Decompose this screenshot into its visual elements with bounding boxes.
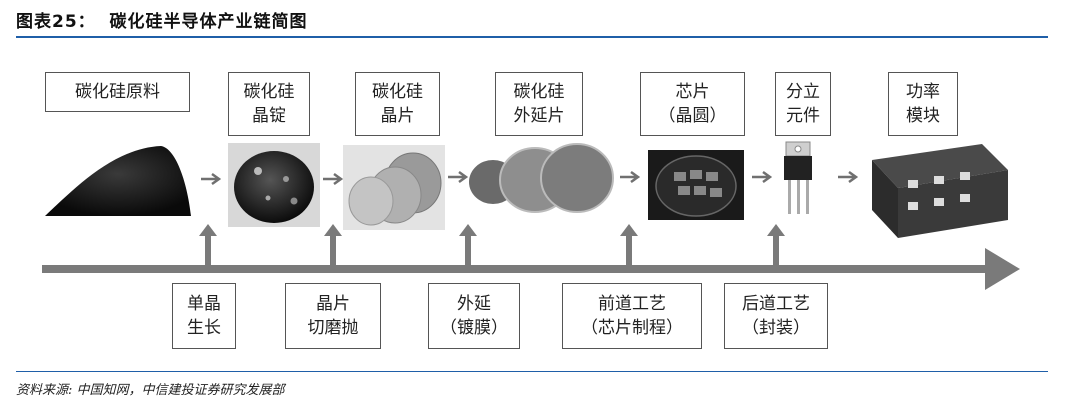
up-arrow-head-3 [459,224,477,236]
timeline-shaft [42,265,992,273]
page-title: 图表25： 碳化硅半导体产业链简图 [16,12,308,32]
sic-ingot-image [228,143,320,227]
up-arrow-head-2 [324,224,342,236]
product-label-sic-powder: 碳化硅原料 [45,72,190,112]
flow-arrow-2 [323,172,344,186]
source-note: 资料来源: 中国知网，中信建投证券研究发展部 [16,383,285,398]
process-label-epitaxy: 外延 （镀膜） [428,283,520,349]
footer-divider [16,371,1048,372]
product-label-sic-wafer: 碳化硅 晶片 [355,72,440,136]
up-arrow-head-1 [199,224,217,236]
process-timeline [42,224,1020,290]
title-divider [16,36,1048,38]
up-arrow-shaft-5 [773,234,779,267]
power-module-image [872,144,1008,238]
flow-arrow-4 [620,170,641,184]
process-label-front-end: 前道工艺 （芯片制程） [562,283,702,349]
sic-epi-wafer-image [469,143,614,213]
product-label-power-module: 功率 模块 [888,72,958,136]
product-label-chip: 芯片 （晶圆） [640,72,745,136]
up-arrow-shaft-2 [330,234,336,267]
up-arrow-shaft-1 [205,234,211,267]
process-label-crystal-growth: 单晶 生长 [172,283,236,349]
up-arrow-head-5 [767,224,785,236]
flow-arrow-3 [448,170,469,184]
discrete-device-image [784,141,812,214]
product-label-discrete-device: 分立 元件 [775,72,831,136]
flow-arrow-1 [201,172,222,186]
process-label-wafer-cutting: 晶片 切磨抛 [285,283,381,349]
product-label-sic-ingot: 碳化硅 晶锭 [228,72,310,136]
process-label-back-end: 后道工艺 （封装） [724,283,828,349]
up-arrow-head-4 [620,224,638,236]
sic-wafer-image [343,145,445,230]
timeline-arrowhead [985,248,1020,290]
chip-wafer-image [648,150,744,220]
up-arrow-shaft-4 [626,234,632,267]
up-arrow-shaft-3 [465,234,471,267]
flow-arrow-5 [752,170,773,184]
product-label-sic-epi-wafer: 碳化硅 外延片 [495,72,583,136]
flow-arrow-6 [838,170,859,184]
sic-powder-image [45,146,191,216]
